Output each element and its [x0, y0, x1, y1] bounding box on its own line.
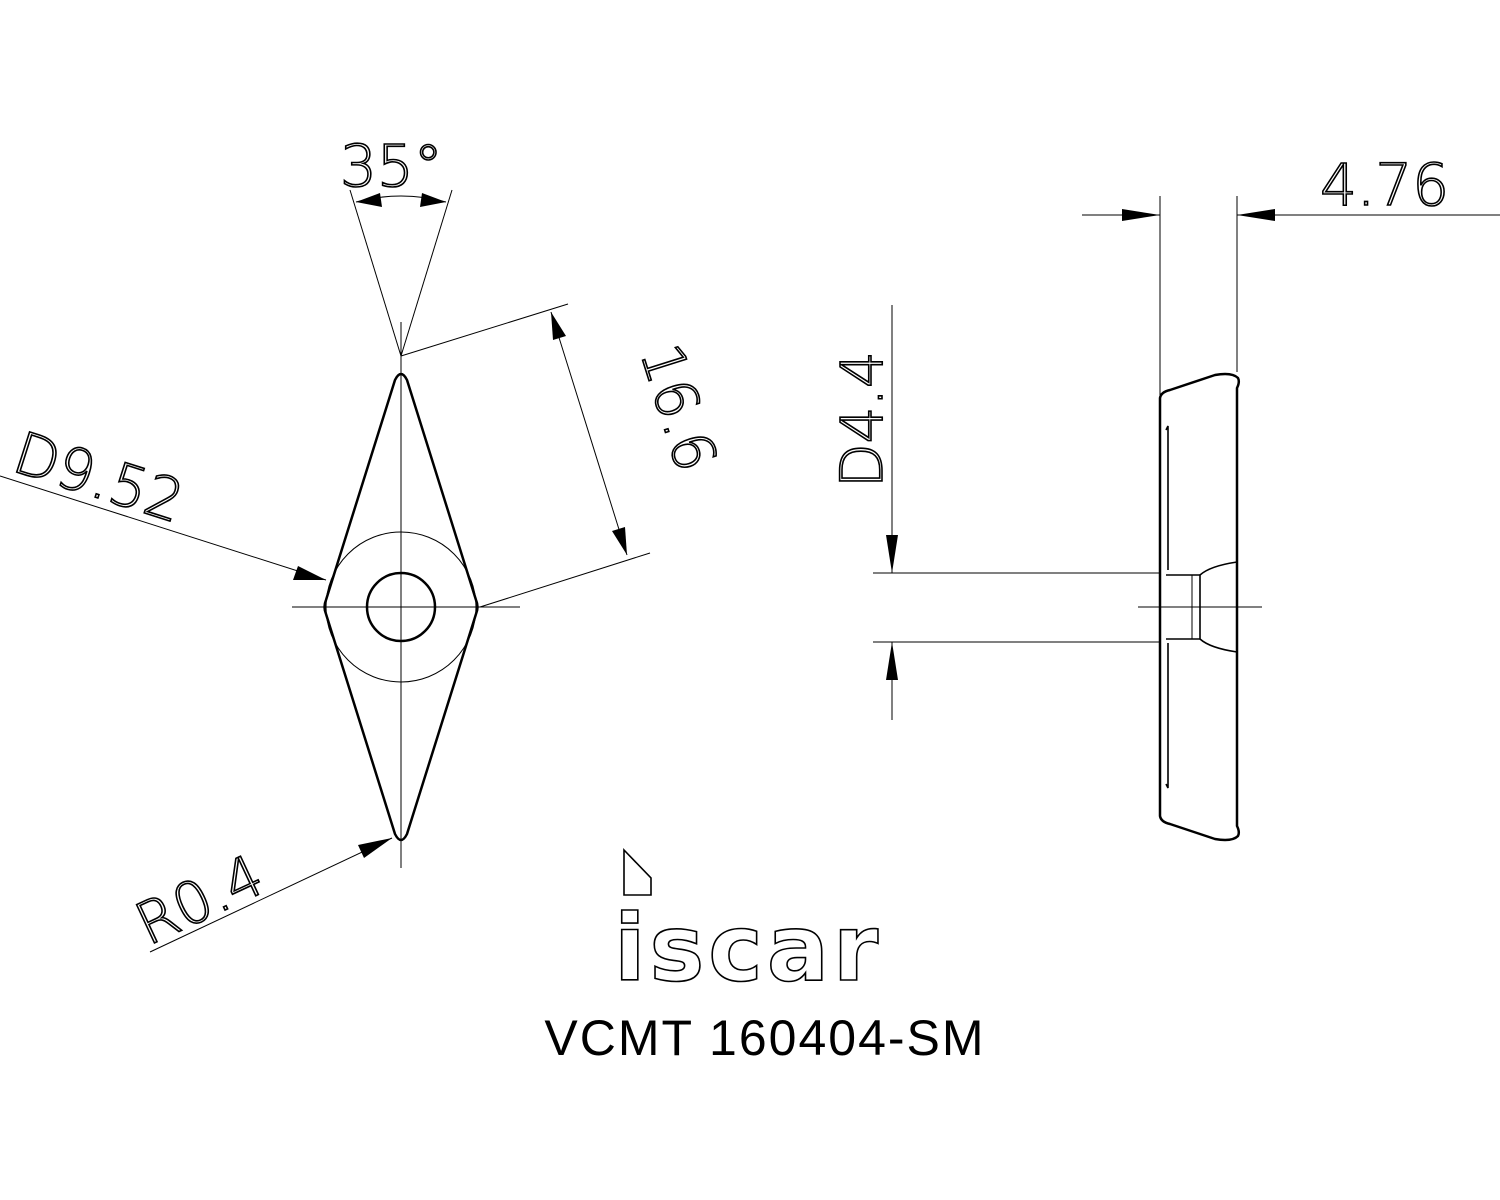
angle-arrow-right	[420, 193, 446, 207]
angle-arrow-left	[356, 193, 382, 207]
thickness-label: 4.76	[1320, 151, 1449, 219]
angle-label: 35°	[340, 132, 443, 200]
hole-circle	[365, 571, 437, 643]
ic-leader-arrow	[293, 566, 326, 580]
thickness-arrow-right	[1237, 209, 1275, 221]
angle-extension-right	[400, 189, 453, 357]
length-extension-top	[400, 303, 569, 357]
length-dimension: 16.6	[400, 303, 731, 608]
hole-arrow-bottom	[886, 642, 898, 680]
corner-radius-label: R0.4	[125, 841, 274, 959]
iscar-logo: iscar	[613, 848, 882, 1003]
side-profile-outline	[1158, 372, 1241, 842]
angle-dimension: 35°	[339, 131, 453, 357]
inscribed-circle-label: D9.52	[6, 419, 192, 537]
radius-leader-arrow	[358, 838, 392, 858]
side-relief-line	[1165, 425, 1169, 789]
length-dimension-line	[550, 311, 628, 556]
length-arrow-top	[551, 312, 566, 340]
inscribed-circle-leader: D9.52	[0, 418, 327, 581]
length-extension-bottom	[479, 552, 651, 608]
length-arrow-bottom	[612, 527, 627, 555]
insert-front-view	[292, 322, 520, 868]
insert-side-view	[1138, 372, 1262, 842]
logo-wordmark: iscar	[614, 895, 882, 1002]
ic-leader-line	[0, 475, 327, 581]
angle-extension-left	[349, 189, 402, 357]
logo-dot-icon	[623, 848, 652, 896]
hole-arrow-top	[886, 535, 898, 573]
thickness-arrow-left	[1122, 209, 1160, 221]
hole-diameter-label: D4.4	[828, 351, 896, 488]
counterbore-circle	[325, 531, 477, 683]
hole-dimension: D4.4	[827, 305, 1160, 720]
part-number: VCMT 160404-SM	[544, 1010, 985, 1066]
radius-leader-line	[149, 837, 393, 953]
corner-radius-leader: R0.4	[124, 837, 393, 959]
length-label: 16.6	[627, 336, 731, 480]
thickness-dimension: 4.76	[1082, 150, 1500, 395]
insert-outline	[323, 372, 479, 842]
